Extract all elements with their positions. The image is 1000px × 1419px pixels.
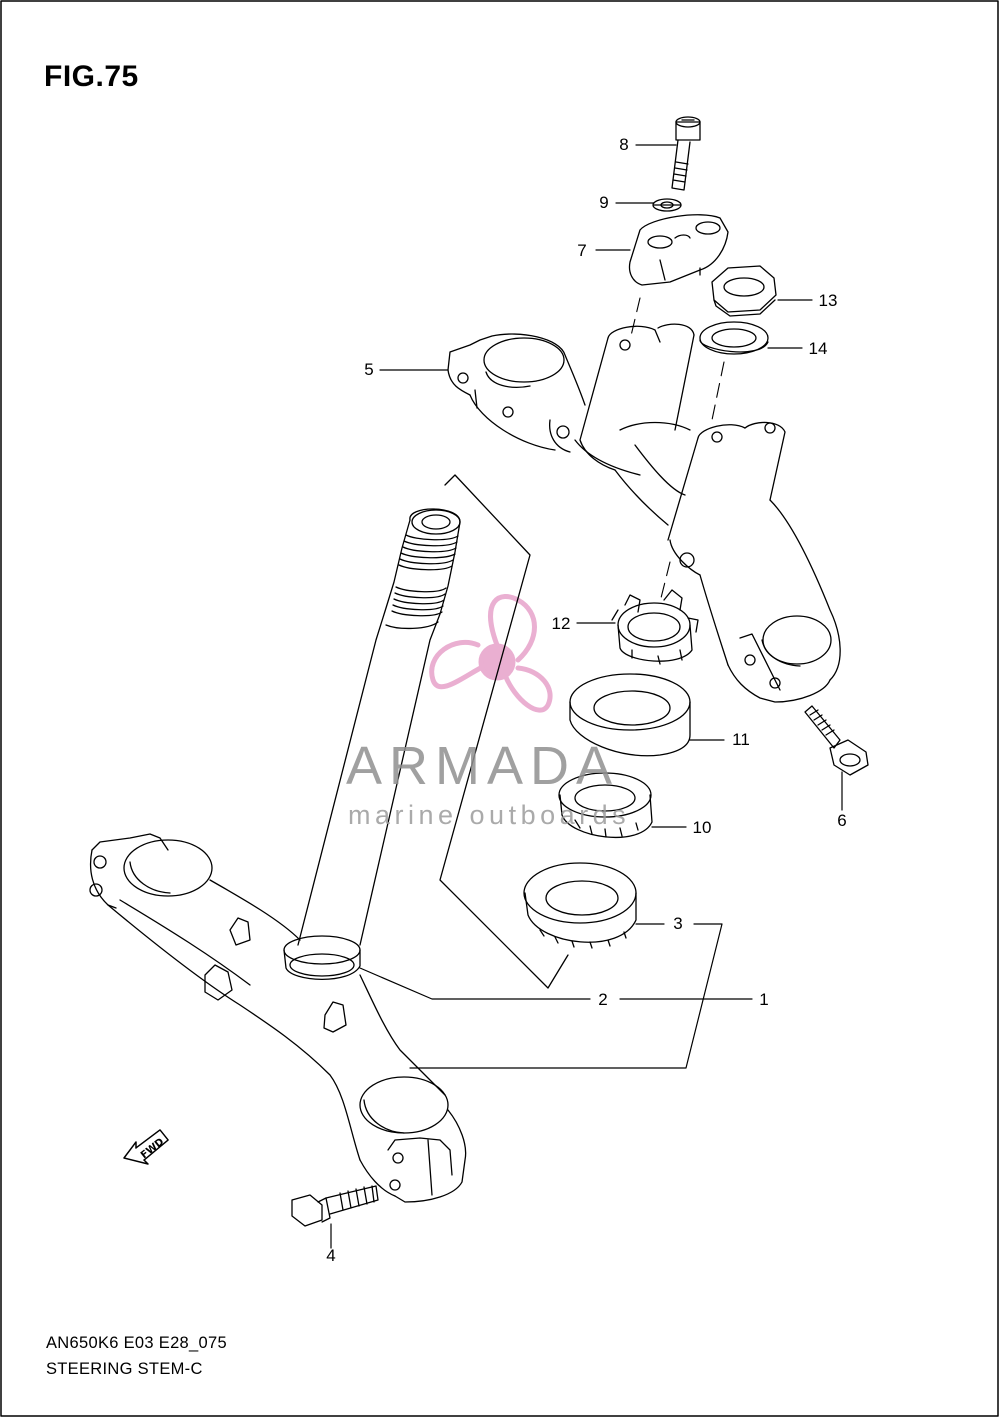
callout-3: 3 <box>673 914 683 933</box>
alignment-lines <box>629 297 725 603</box>
callout-4: 4 <box>326 1246 336 1265</box>
figure-title: FIG.75 <box>44 60 139 93</box>
forward-direction-arrow-icon: FWD <box>123 1129 169 1165</box>
callout-7: 7 <box>577 241 587 260</box>
washer-9-part <box>652 198 682 212</box>
nut-13-part <box>711 265 777 317</box>
callout-2: 2 <box>598 990 608 1009</box>
watermark-tagline: marine outboards <box>348 800 631 830</box>
dust-seal-11-part <box>569 673 691 757</box>
lower-bracket-part <box>89 833 467 1203</box>
callout-14: 14 <box>808 339 828 358</box>
bolt-4-part <box>291 1185 379 1227</box>
watermark-propeller-icon <box>429 594 553 713</box>
callout-11: 11 <box>732 730 750 749</box>
bolt-8-part <box>671 116 701 191</box>
callout-10: 10 <box>692 818 712 837</box>
callout-12: 12 <box>551 614 571 633</box>
upper-bearing-10-part <box>558 772 653 839</box>
assembly-outline <box>439 474 569 989</box>
bolt-6-part <box>804 705 869 776</box>
callout-8: 8 <box>619 135 629 154</box>
callout-13: 13 <box>818 291 838 310</box>
steering-nut-12-part <box>611 589 699 665</box>
leader-lines <box>330 144 843 1249</box>
steering-stem-shaft <box>297 508 461 946</box>
diagram-name: STEERING STEM-C <box>46 1360 203 1378</box>
callout-5: 5 <box>364 360 374 379</box>
callout-6: 6 <box>837 811 847 830</box>
callout-9: 9 <box>599 193 609 212</box>
diagram-code: AN650K6 E03 E28_075 <box>46 1334 227 1352</box>
callout-1: 1 <box>759 990 769 1009</box>
watermark-brand: ARMADA <box>346 736 620 796</box>
upper-bracket-part <box>447 323 841 703</box>
lower-bearing-3-part <box>523 862 637 949</box>
washer-14-part <box>699 321 769 355</box>
handlebar-holder-7-part <box>628 214 729 286</box>
